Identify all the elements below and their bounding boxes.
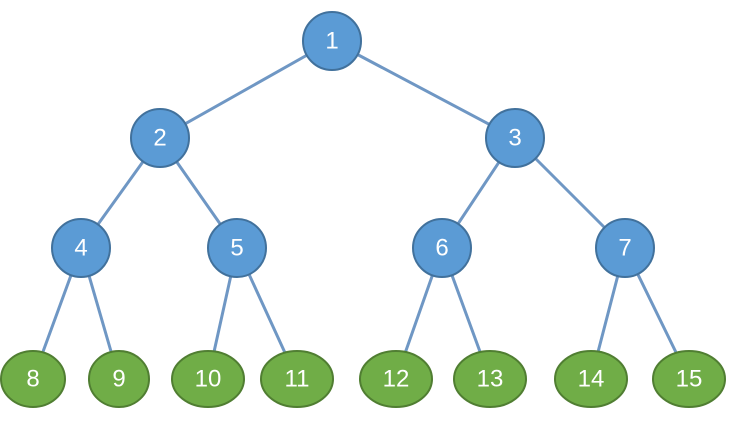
tree-node-3: 3 xyxy=(485,108,545,168)
leaf-node-shape-8 xyxy=(0,350,66,408)
tree-edges xyxy=(31,39,691,381)
leaf-node-shape-11 xyxy=(260,350,334,408)
tree-node-15: 15 xyxy=(652,350,726,408)
node-label-12: 12 xyxy=(383,365,410,392)
edge-1-2 xyxy=(158,39,334,140)
tree-node-2: 2 xyxy=(130,108,190,168)
edge-1-3 xyxy=(330,39,517,140)
node-label-1: 1 xyxy=(325,27,338,54)
internal-node-shape-5 xyxy=(207,218,267,278)
internal-node-shape-1 xyxy=(302,11,362,71)
leaf-node-shape-14 xyxy=(554,350,628,408)
internal-node-shape-6 xyxy=(412,218,472,278)
node-label-15: 15 xyxy=(676,365,703,392)
node-label-11: 11 xyxy=(285,365,310,392)
leaf-node-shape-15 xyxy=(652,350,726,408)
tree-node-12: 12 xyxy=(359,350,433,408)
node-label-8: 8 xyxy=(26,365,39,392)
tree-node-7: 7 xyxy=(595,218,655,278)
leaf-node-shape-9 xyxy=(88,350,150,408)
tree-node-8: 8 xyxy=(0,350,66,408)
node-label-3: 3 xyxy=(508,124,521,151)
tree-node-5: 5 xyxy=(207,218,267,278)
node-label-6: 6 xyxy=(435,234,448,261)
node-label-13: 13 xyxy=(477,365,504,392)
leaf-node-shape-12 xyxy=(359,350,433,408)
internal-node-shape-7 xyxy=(595,218,655,278)
tree-node-1: 1 xyxy=(302,11,362,71)
tree-node-13: 13 xyxy=(453,350,527,408)
node-label-10: 10 xyxy=(195,365,222,392)
tree-node-6: 6 xyxy=(412,218,472,278)
tree-node-11: 11 xyxy=(260,350,334,408)
internal-node-shape-4 xyxy=(51,218,111,278)
node-label-2: 2 xyxy=(153,124,166,151)
leaf-node-shape-10 xyxy=(171,350,245,408)
node-label-5: 5 xyxy=(230,234,243,261)
internal-node-shape-3 xyxy=(485,108,545,168)
leaf-node-shape-13 xyxy=(453,350,527,408)
node-label-9: 9 xyxy=(112,365,125,392)
node-label-7: 7 xyxy=(618,234,631,261)
tree-node-10: 10 xyxy=(171,350,245,408)
node-label-14: 14 xyxy=(578,365,605,392)
tree-node-4: 4 xyxy=(51,218,111,278)
tree-node-14: 14 xyxy=(554,350,628,408)
internal-node-shape-2 xyxy=(130,108,190,168)
node-label-4: 4 xyxy=(74,234,87,261)
tree-node-9: 9 xyxy=(88,350,150,408)
